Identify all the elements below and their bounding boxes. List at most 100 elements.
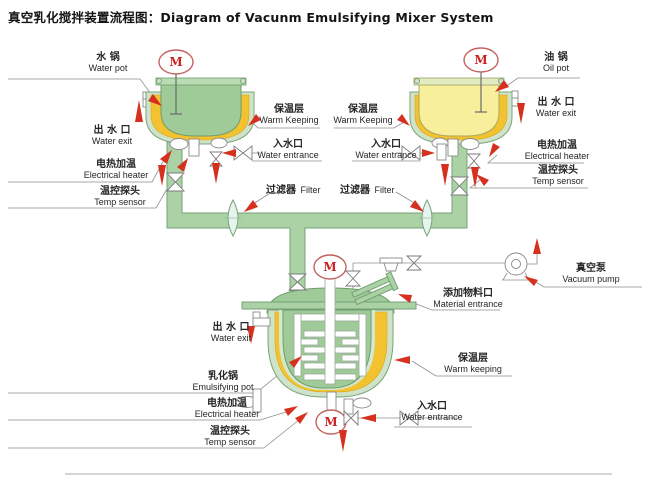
label-cn: 保温层 (458, 353, 488, 364)
motor-icon (463, 47, 499, 73)
label-en: Water entrance (355, 150, 417, 160)
agitator-finger (303, 330, 326, 338)
label-cn: 温控探头 (538, 165, 578, 176)
label-cn: 出 水 口 (537, 97, 575, 108)
motor-icon (158, 49, 194, 75)
arrow-up-right (284, 406, 298, 416)
valve-icon (209, 151, 223, 167)
main-pipes (166, 141, 468, 292)
agitator-finger (341, 338, 360, 346)
bottom-motor-shaft (326, 391, 337, 413)
label-water-pot-cn: 水 锅 (96, 52, 120, 63)
label-temp-sensor-left: 温控探头 Temp sensor (76, 186, 164, 208)
agitator-finger (300, 354, 319, 362)
water-exit-pipe-emul (252, 317, 271, 327)
arrow-up-right (289, 356, 302, 368)
label-cn: 入水口 (273, 139, 303, 150)
arrow-down (339, 430, 347, 452)
oil-pot-assembly: M (409, 47, 519, 157)
agitator-finger (303, 346, 326, 354)
oil-pot-lid (413, 77, 505, 86)
heater-element-icon (460, 138, 480, 150)
motor-icon (313, 254, 347, 280)
label-water-entrance-right: 入水口 Water entrance (352, 139, 420, 161)
leader-temp-sensor-right (468, 178, 588, 189)
water-pot-assembly: M (142, 49, 255, 157)
agitator-bar (358, 313, 367, 377)
valve-icon (233, 145, 253, 161)
label-temp-sensor-right: 温控探头 Temp sensor (514, 165, 602, 187)
arrow-left (360, 414, 376, 422)
valve-icon (467, 153, 481, 169)
motor-letter: M (323, 260, 336, 274)
label-cn: 添加物料口 (443, 288, 493, 299)
label-en: Water entrance (401, 412, 463, 422)
agitator-bar (293, 313, 302, 377)
motor-letter: M (324, 415, 337, 429)
leader-electrical-heater-emul (8, 411, 287, 421)
label-cn: 过滤器 (266, 185, 296, 196)
arrow-up (533, 238, 541, 254)
label-en: Temp sensor (94, 197, 146, 207)
valve-icon (405, 255, 423, 271)
label-electrical-heater-left: 电热加温 Electrical heater (72, 159, 160, 181)
label-en: Warm keeping (444, 364, 502, 374)
label-en: Filter (300, 185, 321, 195)
arrow-down-left (489, 143, 500, 157)
arrow-down (247, 326, 255, 344)
label-water-exit-emul: 出 水 口 Water exit (200, 322, 262, 344)
lid-bolt (156, 78, 162, 84)
agitator-finger (334, 346, 357, 354)
agitator-shaft (324, 277, 336, 385)
arrow-down-left (244, 200, 258, 212)
label-emulsifying-pot: 乳化锅 Emulsifying pot (184, 371, 262, 393)
label-material-entrance: 添加物料口 Material entrance (432, 288, 504, 310)
valve-icon (165, 172, 186, 192)
arrow-down (441, 164, 449, 186)
leader-filter-right (395, 191, 417, 205)
leader-warm-keeping-left (251, 121, 320, 129)
vacuum-pump-hub (511, 259, 521, 269)
agitator-finger (341, 354, 360, 362)
label-cn: 温控探头 (210, 426, 250, 437)
label-en: Material entrance (433, 299, 503, 309)
label-en: Temp sensor (532, 176, 584, 186)
label-warm-keeping-emul: 保温层 Warm keeping (436, 353, 510, 375)
arrow-right (422, 149, 435, 157)
arrow-down (212, 163, 220, 184)
temp-sensor-icon (252, 388, 262, 413)
label-cn: 电热加温 (207, 398, 247, 409)
label-cn: 电热加温 (537, 140, 577, 151)
label-warm-keeping-right: 保温层 Warm Keeping (332, 104, 394, 126)
oil-pot-vessel (418, 83, 500, 137)
label-cn: 保温层 (348, 104, 378, 115)
emulsifying-pot-assembly: M M (235, 254, 458, 435)
arrow-up-right (160, 150, 172, 164)
vacuum-outlet (527, 252, 538, 265)
label-temp-sensor-emul: 温控探头 Temp sensor (186, 426, 274, 448)
page-title: 真空乳化搅拌装置流程图：Diagram of Vacunm Emulsifyin… (8, 10, 494, 25)
valve-icon (344, 270, 362, 287)
label-water-pot-en: Water pot (88, 63, 128, 73)
label-warm-keeping-left: 保温层 Warm Keeping (258, 104, 320, 126)
label-en: Electrical heater (524, 151, 590, 161)
label-cn: 出 水 口 (93, 125, 131, 136)
heater-element-icon (210, 137, 228, 149)
entrance-fitting (436, 143, 447, 161)
pipe-network (166, 141, 468, 292)
leader-electrical-heater-right (486, 154, 584, 164)
arrow-left (394, 356, 410, 364)
valve-icon (287, 273, 308, 291)
lid-bolt (240, 78, 246, 84)
arrow-up (135, 100, 143, 122)
label-water-exit-left: 出 水 口 Water exit (80, 125, 144, 147)
arrow-down-right (397, 114, 410, 126)
arrow-up-left (398, 294, 412, 303)
arrow-down-left (248, 114, 261, 126)
arrow-down-right (148, 94, 162, 106)
arrow-up-left (524, 276, 538, 286)
label-cn: 过滤器 (340, 185, 370, 196)
heater-element-icon (352, 397, 372, 409)
motor-letter: M (474, 53, 487, 67)
